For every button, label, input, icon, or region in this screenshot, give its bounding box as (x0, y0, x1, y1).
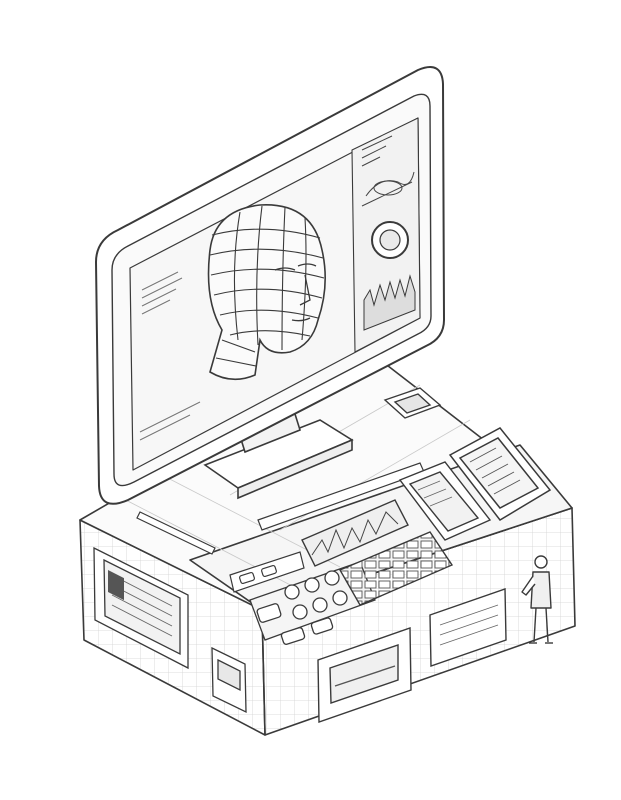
top-slot-strip (136, 462, 425, 555)
screen-text-lines (139, 271, 201, 441)
left-side-slot (211, 646, 247, 714)
wireframe-head (207, 204, 326, 381)
tablet-panel (448, 427, 552, 521)
side-panel-chart (361, 135, 415, 207)
waveform-chart (363, 274, 416, 331)
waveform-display (301, 499, 409, 567)
gauge-dial (371, 221, 409, 259)
keypad (249, 561, 376, 645)
control-strip (229, 551, 305, 593)
tilted-panel (398, 461, 492, 541)
keyboard (339, 531, 454, 606)
small-figure (521, 555, 553, 644)
front-drawers (317, 588, 507, 723)
left-side-panel (93, 546, 189, 670)
small-device (383, 387, 442, 419)
